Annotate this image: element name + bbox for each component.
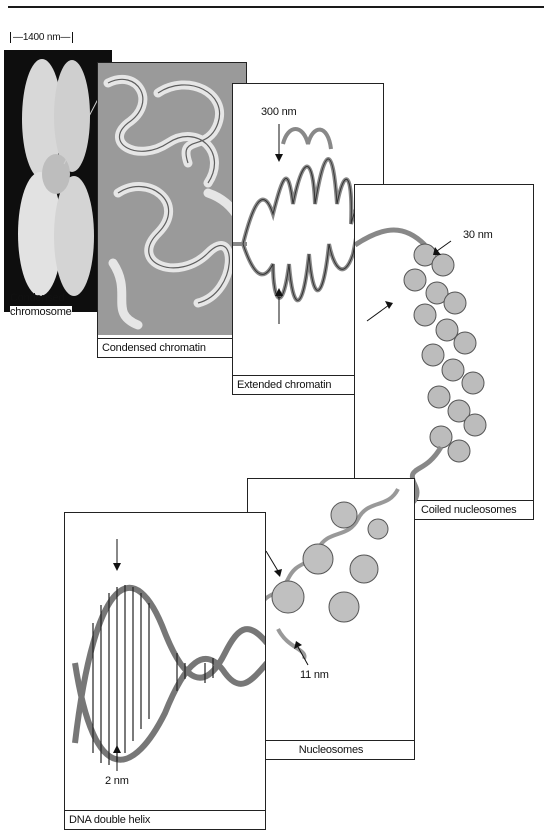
coiled-nucleosomes-panel: 30 nm Coiled nucleosomes <box>354 184 534 520</box>
nucleosomes-illustration <box>248 479 415 760</box>
dna-helix-caption: DNA double helix <box>65 810 265 829</box>
condensed-chromatin-panel: Condensed chromatin <box>97 62 247 358</box>
extended-chromatin-size-label: 300 nm <box>261 106 297 118</box>
nucleosomes-size-label: 11 nm <box>300 669 329 681</box>
coiled-nucleosomes-illustration <box>355 185 534 520</box>
chromosome-micrograph-image <box>4 24 112 334</box>
nucleosomes-panel: 11 nm Nucleosomes <box>247 478 415 760</box>
condensed-chromatin-caption: Condensed chromatin <box>98 338 246 357</box>
micrograph-panel: —1400 nm— Condensed chromosome <box>4 24 112 334</box>
micrograph-caption-line2: chromosome <box>10 306 72 318</box>
coiled-nucleosomes-size-label: 30 nm <box>463 229 493 241</box>
dna-helix-panel: 2 nm DNA double helix <box>64 512 266 830</box>
dna-helix-illustration <box>65 513 266 830</box>
micrograph-caption-line1: Condensed <box>10 292 64 304</box>
coiled-nucleosomes-caption: Coiled nucleosomes <box>417 500 533 519</box>
scale-bar-label: —1400 nm— <box>10 32 73 43</box>
top-rule <box>8 6 544 8</box>
scale-bar-value: 1400 nm <box>23 32 61 43</box>
condensed-chromatin-illustration <box>98 63 247 358</box>
dna-helix-size-label: 2 nm <box>105 775 129 787</box>
nucleosomes-caption: Nucleosomes <box>248 740 414 759</box>
